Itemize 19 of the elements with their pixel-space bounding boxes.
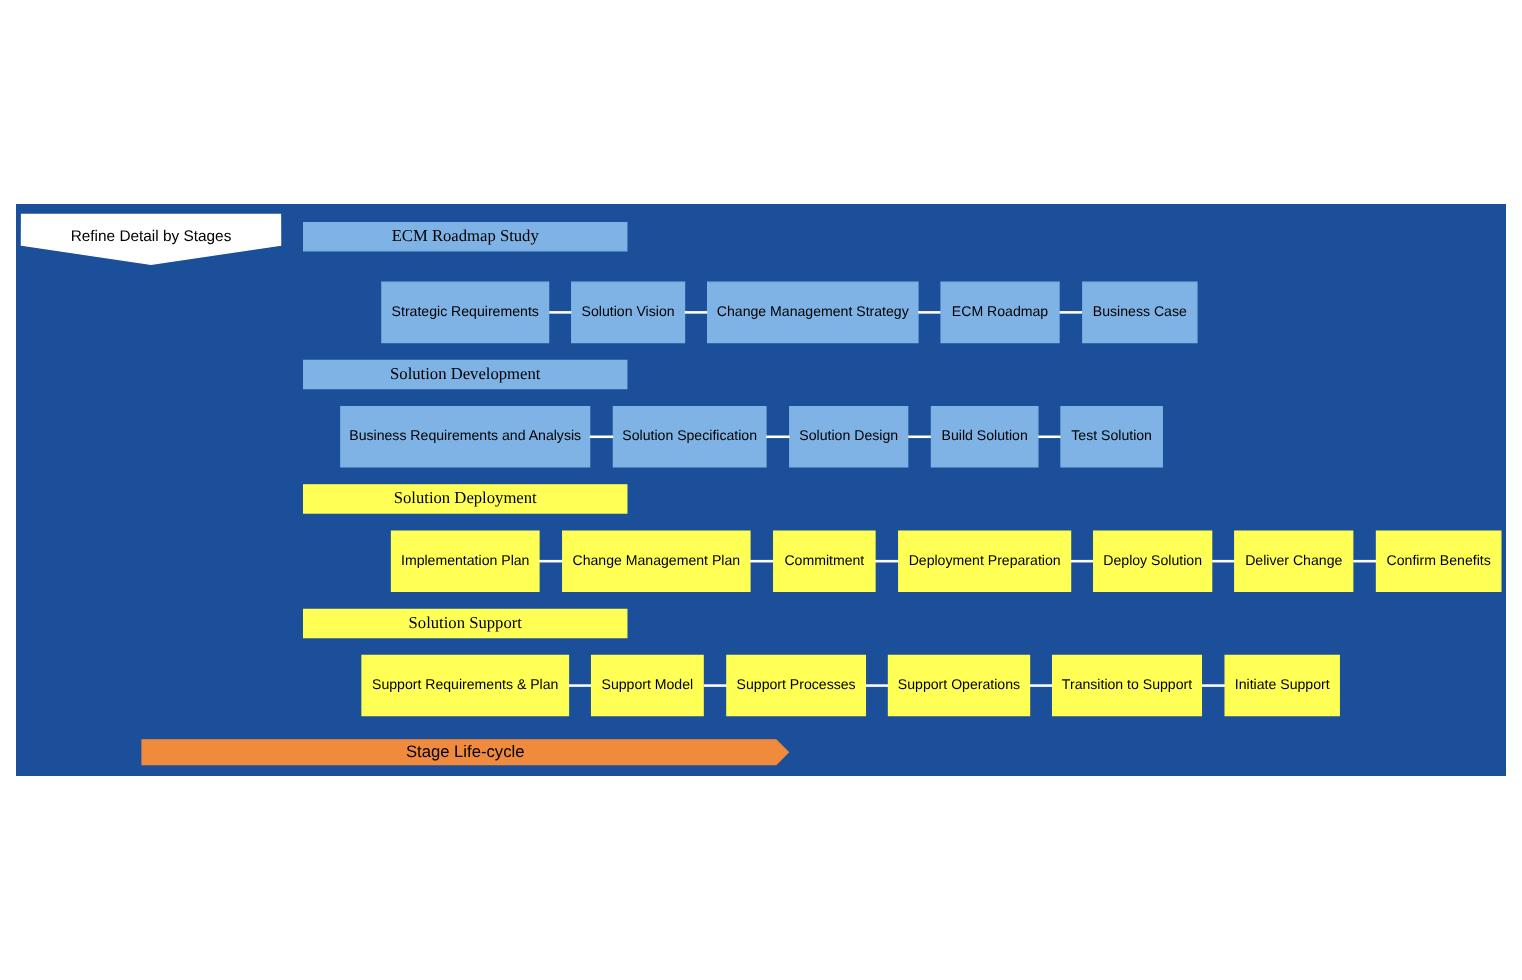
connector bbox=[1353, 559, 1377, 563]
connector bbox=[908, 435, 931, 439]
connector bbox=[918, 311, 941, 314]
connector bbox=[1038, 435, 1061, 439]
connector bbox=[875, 559, 899, 563]
connector bbox=[703, 684, 727, 687]
connector bbox=[684, 311, 708, 314]
connector bbox=[568, 684, 592, 687]
connector bbox=[1059, 311, 1083, 314]
connector bbox=[1212, 559, 1235, 563]
connector bbox=[549, 311, 572, 314]
connector bbox=[589, 435, 614, 439]
connector bbox=[865, 684, 889, 687]
connector bbox=[539, 559, 563, 563]
connector bbox=[1029, 684, 1053, 687]
connector bbox=[1070, 559, 1094, 563]
connector bbox=[766, 435, 790, 439]
connector bbox=[1201, 684, 1225, 687]
connector bbox=[750, 559, 774, 563]
